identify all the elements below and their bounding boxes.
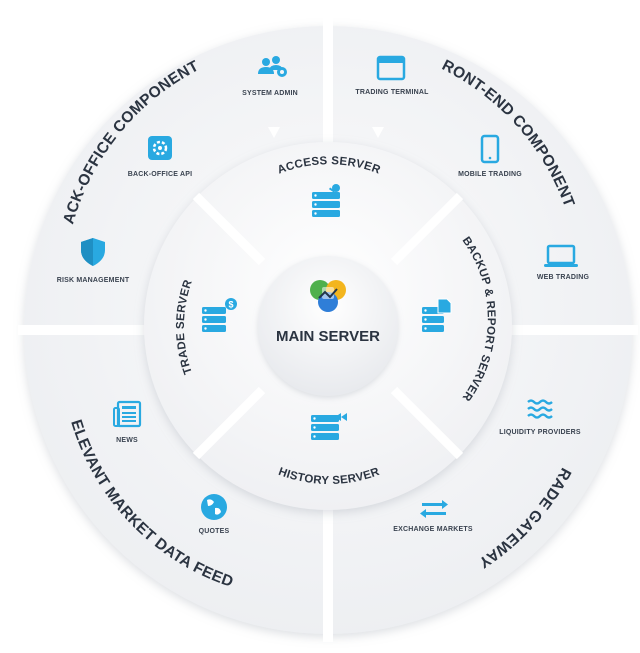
- item-risk-management[interactable]: RISK MANAGEMENT: [57, 238, 130, 284]
- server-rewind-icon: [311, 413, 347, 440]
- svg-text:$: $: [228, 300, 233, 310]
- window-icon: [376, 55, 406, 81]
- waves-icon: [527, 399, 553, 419]
- liquidity-providers-label: LIQUIDITY PROVIDERS: [499, 429, 581, 436]
- system-admin-label: SYSTEM ADMIN: [242, 90, 298, 97]
- trading-terminal-label: TRADING TERMINAL: [355, 89, 429, 96]
- metatrader-logo-icon: [310, 280, 346, 312]
- arrows-exchange-icon: [420, 500, 448, 518]
- mobile-trading-label: MOBILE TRADING: [458, 171, 522, 178]
- news-label: NEWS: [116, 437, 138, 444]
- item-liquidity-providers[interactable]: LIQUIDITY PROVIDERS: [499, 399, 581, 437]
- users-gear-icon: [258, 56, 287, 77]
- server-key-icon: [312, 184, 340, 217]
- web-trading-label: WEB TRADING: [537, 274, 590, 281]
- laptop-icon: [544, 244, 578, 267]
- server-dollar-icon: $: [202, 298, 237, 332]
- globe-icon: [201, 494, 227, 520]
- server-document-icon: [422, 298, 452, 332]
- phone-icon: [480, 134, 500, 164]
- item-quotes[interactable]: QUOTES: [199, 494, 230, 535]
- main-server-label: MAIN SERVER: [276, 328, 380, 345]
- item-web-trading[interactable]: WEB TRADING: [537, 244, 590, 281]
- item-news[interactable]: NEWS: [113, 400, 142, 444]
- item-mobile-trading[interactable]: MOBILE TRADING: [458, 134, 522, 178]
- gear-icon: [148, 136, 172, 160]
- item-trading-terminal[interactable]: TRADING TERMINAL: [355, 55, 429, 96]
- item-system-admin[interactable]: SYSTEM ADMIN: [242, 56, 298, 97]
- quotes-label: QUOTES: [199, 528, 230, 535]
- exchange-markets-label: EXCHANGE MARKETS: [393, 526, 473, 533]
- item-back-office-api[interactable]: BACK-OFFICE API: [128, 136, 193, 178]
- back-office-api-label: BACK-OFFICE API: [128, 171, 193, 178]
- newspaper-icon: [113, 400, 142, 428]
- risk-management-label: RISK MANAGEMENT: [57, 277, 130, 284]
- main-server-node[interactable]: MAIN SERVER: [258, 256, 398, 396]
- item-exchange-markets[interactable]: EXCHANGE MARKETS: [393, 500, 473, 533]
- shield-icon: [81, 238, 105, 266]
